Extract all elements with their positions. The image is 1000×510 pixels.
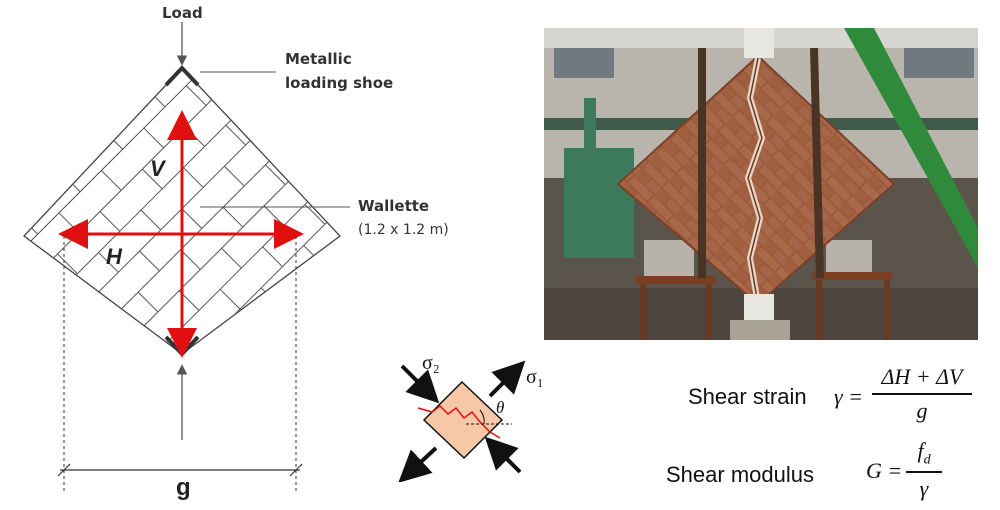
wallette-diagram <box>23 22 350 492</box>
fd-sub: d <box>923 452 931 468</box>
sigma1-arrow-bottom <box>398 446 438 482</box>
h-label: H <box>106 244 122 269</box>
fd-main: f <box>917 438 924 463</box>
sigma2-arrow-top <box>400 364 440 404</box>
shear-strain-fraction: ΔH + ΔV g <box>872 364 972 424</box>
shear-modulus-numerator: fd <box>906 438 942 468</box>
wallette-label-line2: (1.2 x 1.2 m) <box>358 222 449 238</box>
stress-element <box>398 360 526 482</box>
g-lhs: G = <box>866 458 903 483</box>
test-photo-drawing <box>544 28 978 340</box>
shear-modulus-fraction: fd γ <box>906 438 942 502</box>
shear-strain-numerator: ΔH + ΔV <box>881 364 963 389</box>
gamma-lhs: γ = <box>834 384 864 409</box>
sigma1-arrow-top <box>488 360 526 398</box>
sigma1-label: σ₁ <box>526 366 544 388</box>
sigma2-label: σ₂ <box>422 352 440 374</box>
crack-line <box>417 405 501 439</box>
shoe-label-line2: loading shoe <box>285 74 394 92</box>
shear-strain-denominator: g <box>916 397 928 423</box>
g-label: g <box>176 474 191 501</box>
sigma2-arrow-bottom <box>484 436 522 474</box>
shear-modulus-label: Shear modulus <box>666 462 814 487</box>
g-dimension-line <box>57 463 303 477</box>
shear-strain-label: Shear strain <box>688 384 807 409</box>
top-loading-shoe <box>164 65 200 87</box>
v-label: V <box>150 156 165 181</box>
shear-modulus-denominator: γ <box>919 475 929 501</box>
wallette-label-line1: Wallette <box>358 197 430 215</box>
test-photo <box>544 28 978 340</box>
load-label: Load <box>162 4 203 22</box>
theta-label: θ <box>496 398 505 417</box>
stress-square <box>422 380 504 460</box>
shoe-label-line1: Metallic <box>285 50 352 68</box>
